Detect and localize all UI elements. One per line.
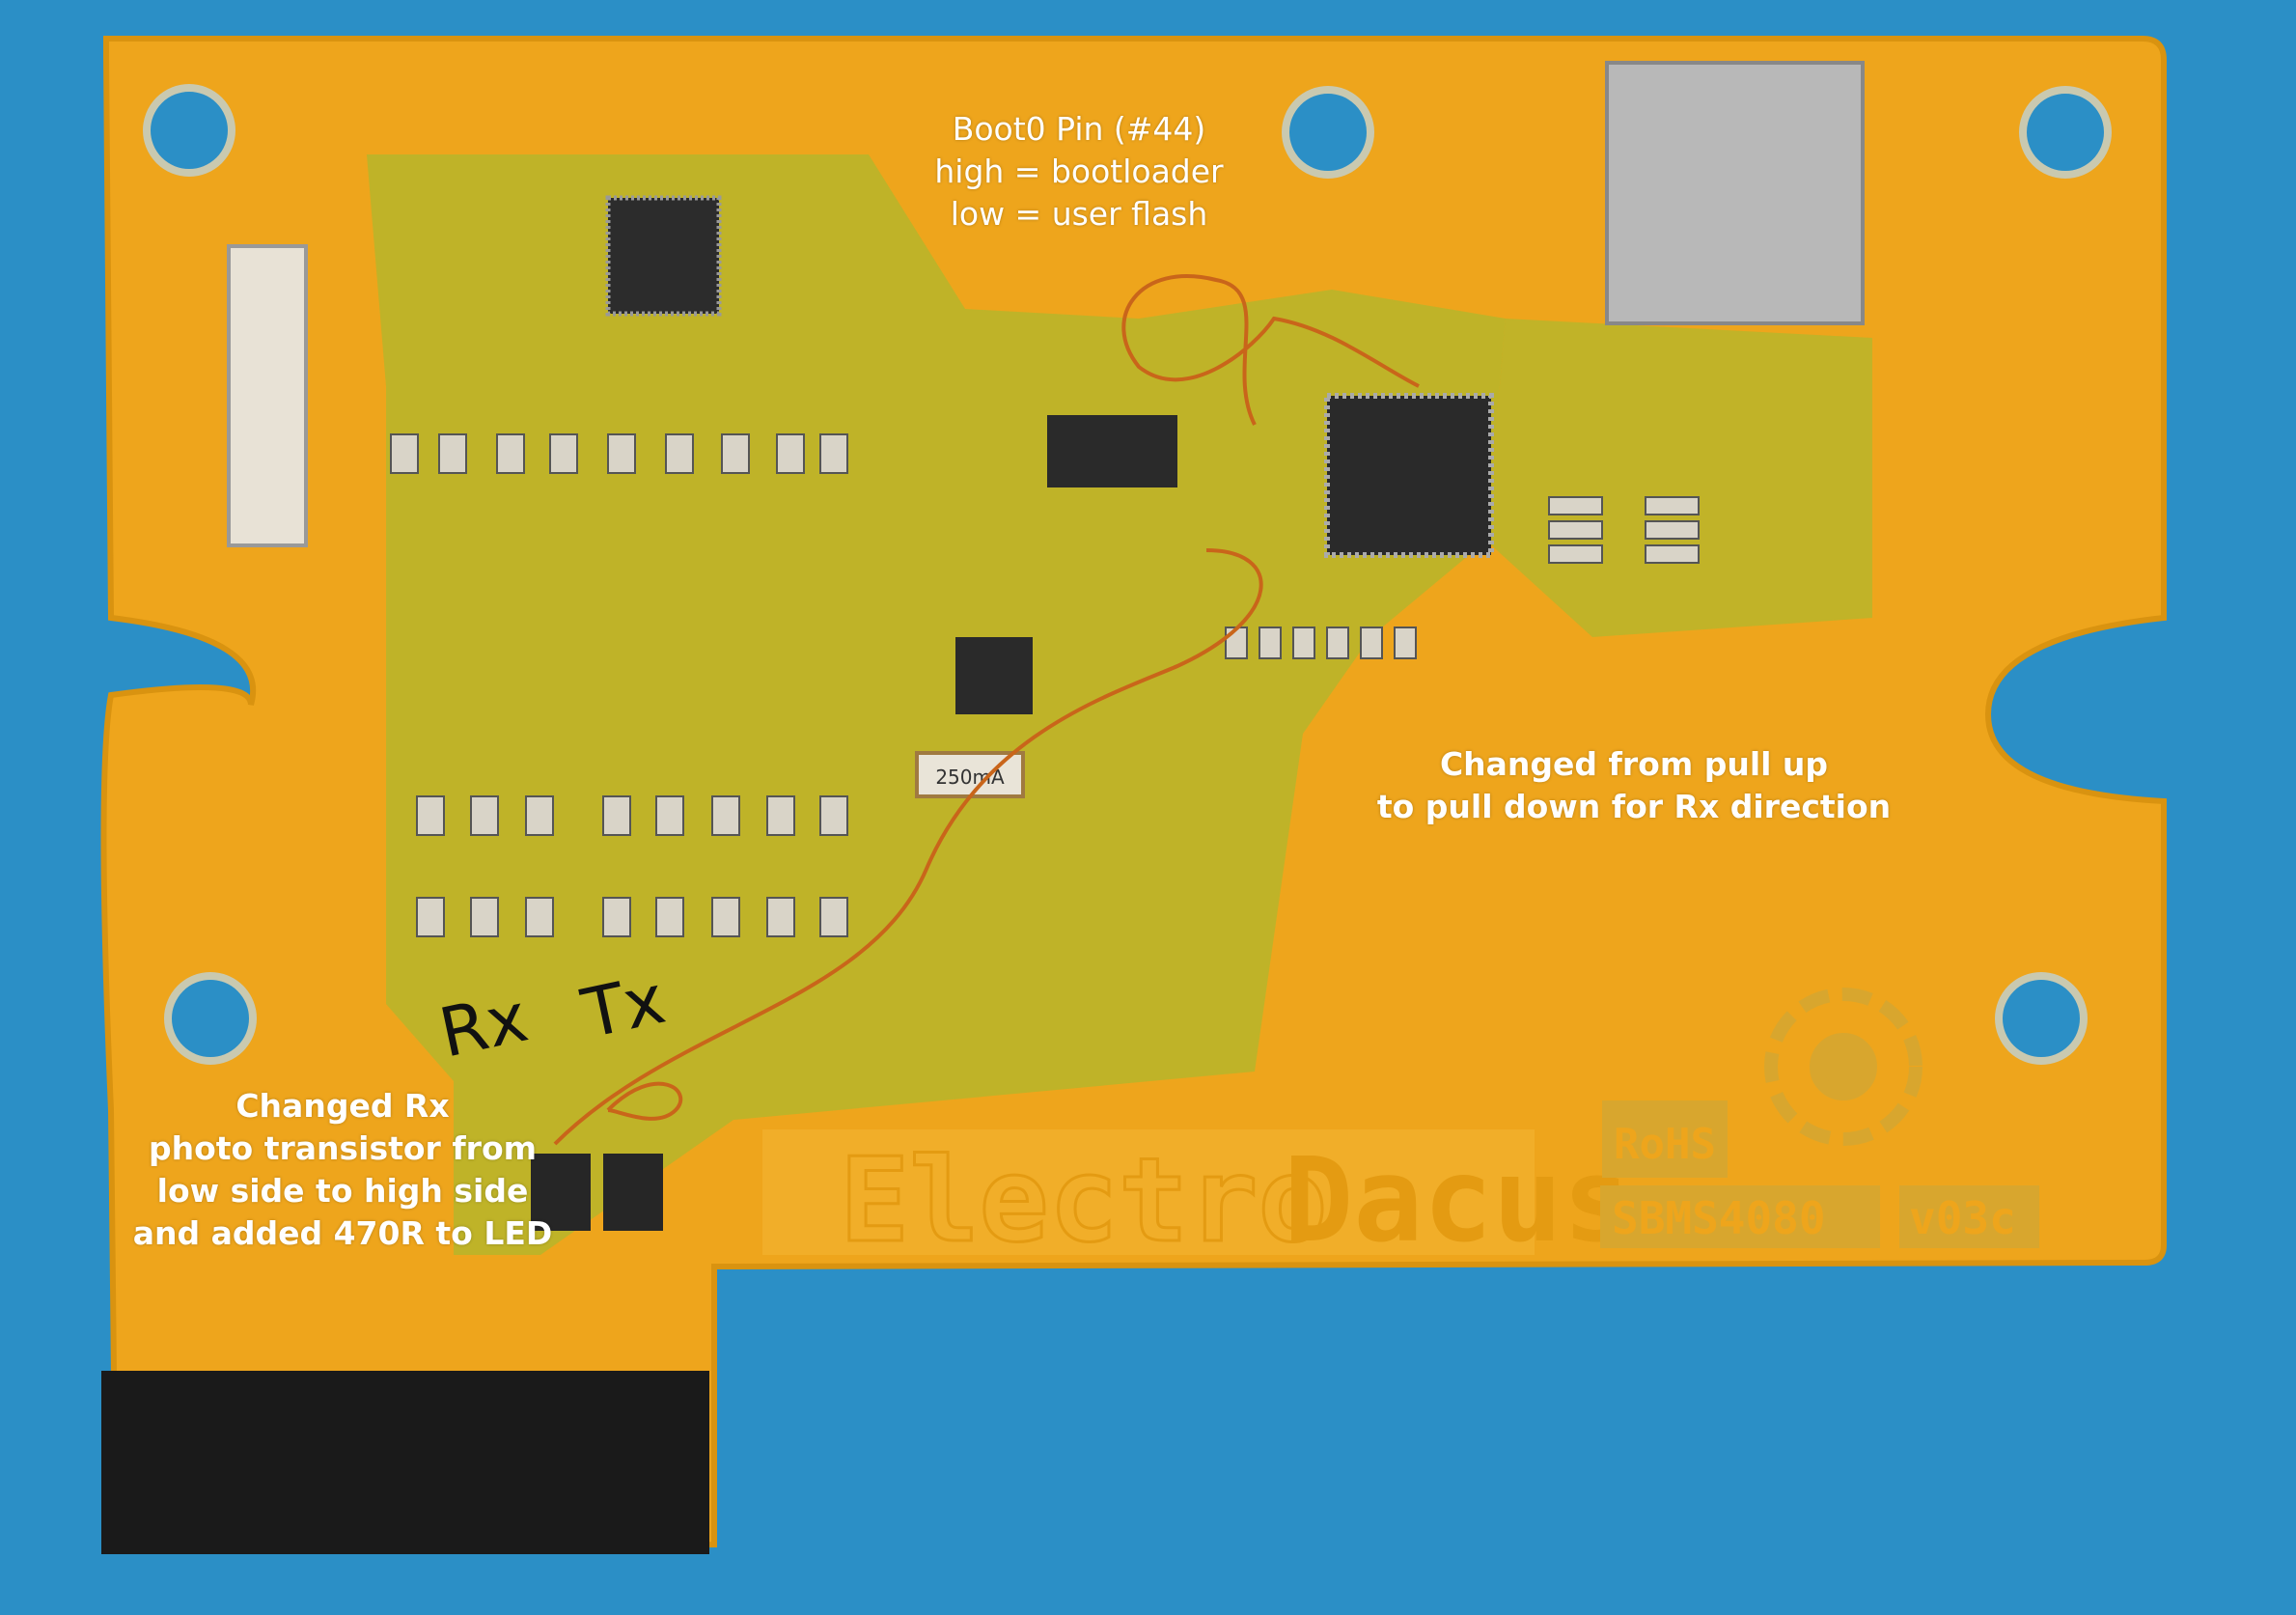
model-label: SBMS4080 — [1612, 1192, 1826, 1244]
boot0-line-2: high = bootloader — [934, 153, 1224, 190]
resistor-array — [390, 433, 1700, 937]
microcontroller-chip — [1324, 393, 1494, 558]
rx-change-line-3: low side to high side — [156, 1172, 529, 1210]
handwritten-rx: Rx — [432, 978, 534, 1073]
pull-down-line-1: Changed from pull up — [1439, 745, 1829, 783]
pull-down-line-2: to pull down for Rx direction — [1376, 788, 1892, 825]
rohs-mark: RoHS — [1614, 1120, 1716, 1169]
pull-down-annotation: Changed from pull up to pull down for Rx… — [1377, 743, 1891, 828]
board-connector — [227, 244, 308, 547]
copper-pour — [367, 154, 1506, 1255]
silkscreen-branding: Electro Dacus RoHS SBMS4080 v03c — [762, 1100, 2039, 1270]
boot0-line-1: Boot0 Pin (#44) — [952, 110, 1206, 148]
open-hardware-gear-icon — [1764, 988, 1923, 1146]
jumper-wire-tx — [606, 1081, 683, 1121]
handwritten-tx: Tx — [575, 960, 672, 1054]
rx-change-line-2: photo transistor from — [148, 1129, 538, 1167]
boot0-annotation: Boot0 Pin (#44) high = bootloader low = … — [934, 108, 1223, 236]
rx-change-annotation: Changed Rx photo transistor from low sid… — [133, 1085, 553, 1255]
rx-phototransistor — [531, 1154, 591, 1231]
pin-header — [101, 1371, 709, 1554]
mounting-holes — [143, 84, 2112, 1065]
qfn-chip — [605, 195, 722, 317]
rx-change-line-1: Changed Rx — [235, 1087, 450, 1125]
boot0-line-3: low = user flash — [950, 195, 1208, 233]
rx-change-line-4: and added 470R to LED — [132, 1214, 553, 1252]
copper-pour-right — [1486, 319, 1872, 637]
brand-dacus: Dacus — [1284, 1134, 1632, 1268]
small-chip — [955, 637, 1033, 714]
regulator-chip — [1047, 415, 1177, 487]
tx-led-driver — [603, 1154, 663, 1231]
jumper-wire-rx — [553, 548, 1263, 1146]
jumper-wire-boot0 — [1121, 274, 1420, 426]
version-label: v03c — [1909, 1192, 2016, 1244]
brand-electro: Electro — [840, 1134, 1328, 1268]
sd-card-slot — [1605, 61, 1865, 325]
